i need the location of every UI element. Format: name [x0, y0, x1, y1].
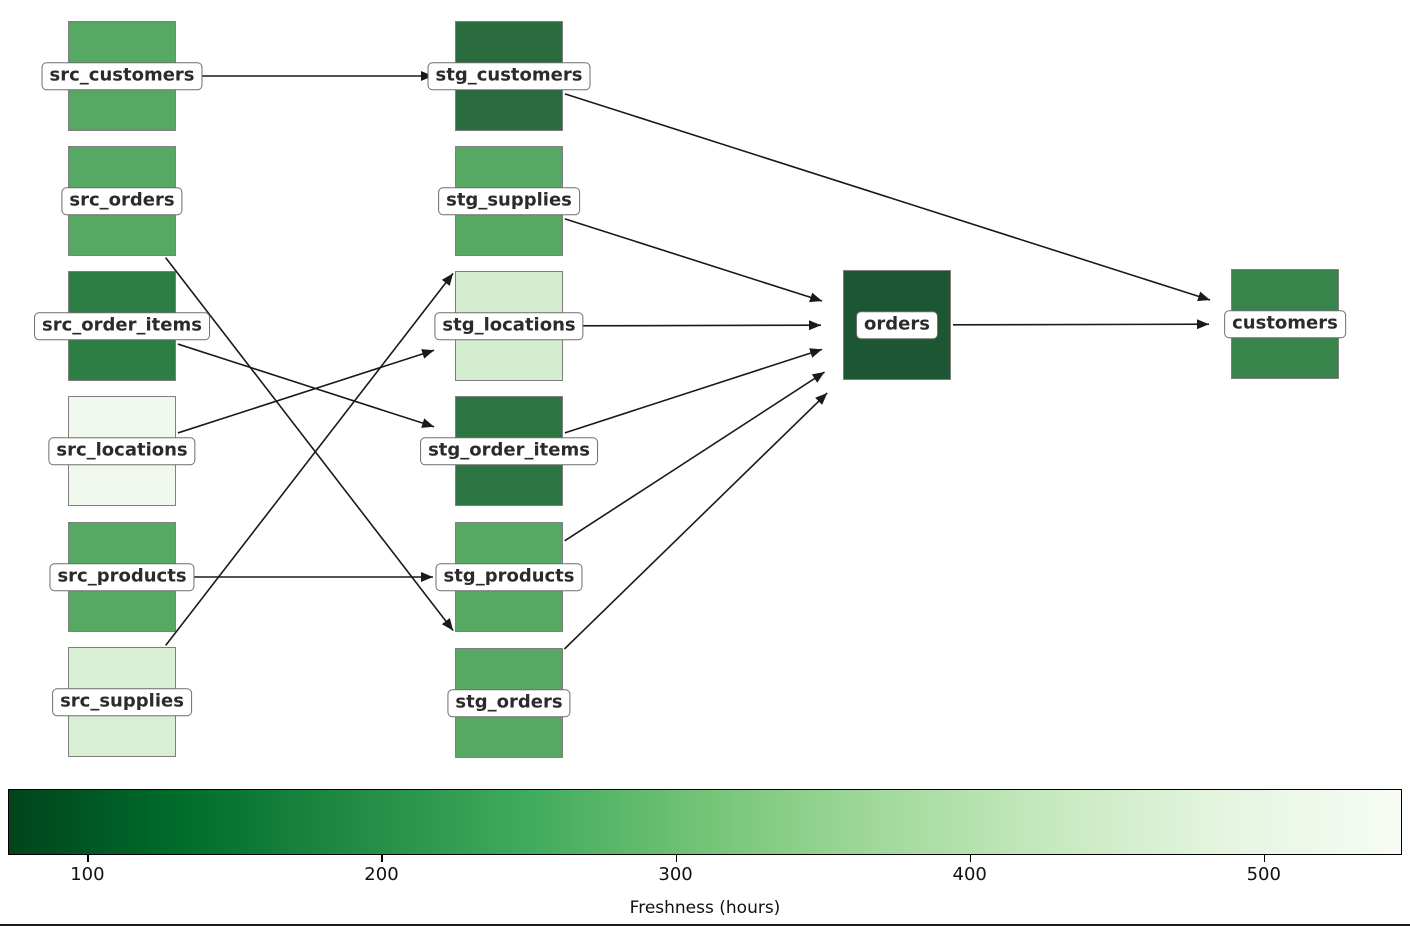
edge-stg_products-to-orders: [564, 371, 825, 542]
edge-stg_order_items-to-orders: [564, 348, 823, 434]
edge-src_locations-to-stg_locations: [177, 349, 435, 434]
node-label-src_supplies: src_supplies: [52, 688, 192, 716]
colorbar-tick-label-400: 400: [952, 864, 987, 885]
node-label-src_customers: src_customers: [41, 62, 203, 90]
node-label-src_orders: src_orders: [61, 187, 183, 215]
colorbar-tick-label-500: 500: [1246, 864, 1281, 885]
node-label-stg_supplies: stg_supplies: [438, 187, 580, 215]
node-label-orders: orders: [856, 311, 938, 339]
node-label-src_products: src_products: [49, 563, 195, 591]
node-label-stg_customers: stg_customers: [427, 62, 591, 90]
node-label-src_locations: src_locations: [48, 437, 196, 465]
colorbar-tick-mark-100: [87, 855, 89, 862]
colorbar-tick-mark-200: [381, 855, 383, 862]
node-label-stg_order_items: stg_order_items: [420, 437, 598, 465]
node-label-stg_orders: stg_orders: [447, 689, 571, 717]
edge-stg_supplies-to-orders: [564, 218, 823, 303]
colorbar-tick-label-100: 100: [70, 864, 105, 885]
edge-orders-to-customers: [952, 319, 1210, 330]
colorbar-tick-mark-300: [675, 855, 678, 862]
colorbar-tick-mark-500: [1263, 855, 1266, 862]
edge-src_order_items-to-stg_order_items: [177, 343, 435, 428]
edge-stg_orders-to-orders: [563, 392, 828, 650]
colorbar-tick-label-200: 200: [364, 864, 399, 885]
edges-group: [164, 71, 1211, 650]
colorbar-axis-label: Freshness (hours): [629, 898, 781, 918]
node-label-stg_products: stg_products: [435, 563, 583, 591]
node-label-customers: customers: [1224, 310, 1346, 338]
colorbar-tick-label-300: 300: [658, 864, 693, 885]
colorbar-tick-mark-400: [969, 855, 972, 862]
edge-stg_locations-to-orders: [564, 320, 822, 331]
colorbar-gradient: [8, 789, 1402, 855]
node-label-stg_locations: stg_locations: [434, 312, 584, 340]
node-label-src_order_items: src_order_items: [34, 312, 210, 340]
